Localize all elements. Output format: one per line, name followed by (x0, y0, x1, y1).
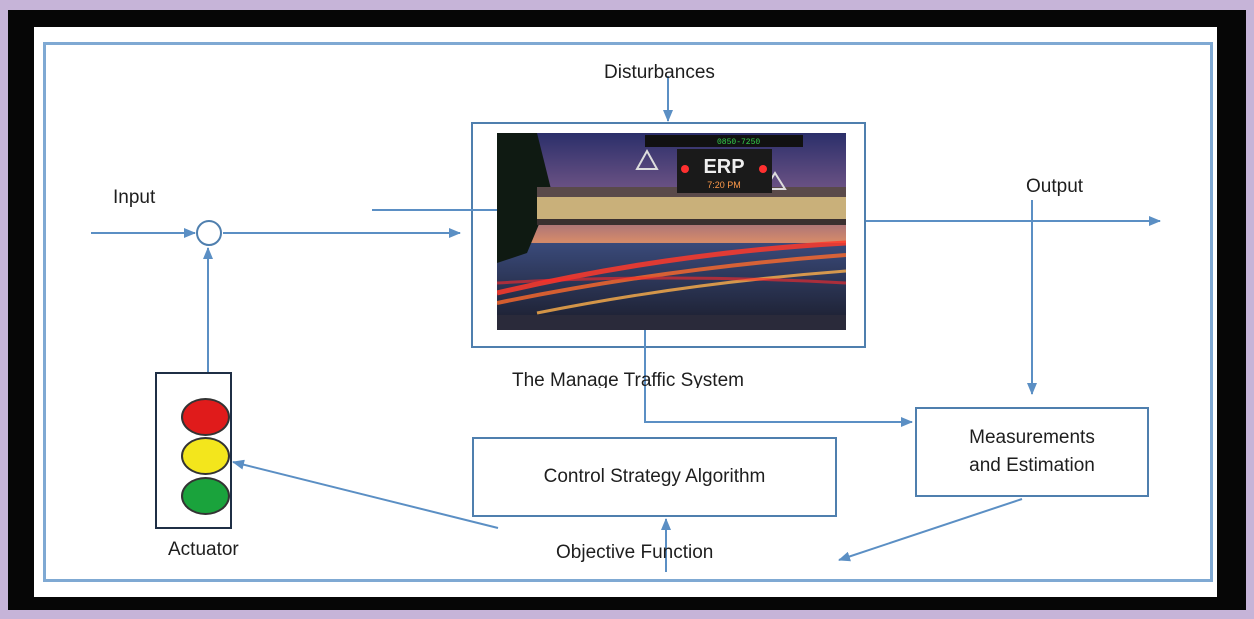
measure-to-objective-arrow (838, 498, 1023, 562)
control-to-actuator-arrow (232, 459, 499, 529)
warning-sign-left (635, 148, 659, 170)
input-label: Input (113, 187, 156, 208)
green-lamp-icon (181, 477, 230, 515)
measurements-box: Measurements and Estimation (915, 407, 1149, 497)
erp-sign (677, 149, 772, 193)
erp-time-text: 7:20 PM (707, 180, 741, 190)
control-strategy-label: Control Strategy Algorithm (543, 466, 766, 487)
system-to-measure-arrow (644, 330, 913, 427)
control-strategy-box: Control Strategy Algorithm (472, 437, 837, 517)
summing-junction (196, 220, 222, 246)
erp-price-band (645, 135, 803, 147)
yellow-lamp-icon (181, 437, 230, 475)
actuator-label: Actuator (168, 539, 239, 560)
system-label: The Manage Traffic System (512, 370, 744, 388)
actuator-traffic-light (155, 372, 232, 529)
erp-sign-text: ERP (703, 156, 744, 178)
traffic-photo: 0850-7250 ERP 7:20 PM (497, 133, 846, 330)
outer-border (43, 42, 1213, 582)
measurements-label: Measurements and Estimation (969, 427, 1095, 476)
tree-silhouette (497, 133, 552, 263)
objective-label: Objective Function (556, 542, 714, 563)
erp-band-text: 0850-7250 (717, 138, 760, 147)
disturbances-label: Disturbances (604, 62, 715, 83)
output-label: Output (1026, 176, 1084, 197)
red-lamp-icon (181, 398, 230, 436)
